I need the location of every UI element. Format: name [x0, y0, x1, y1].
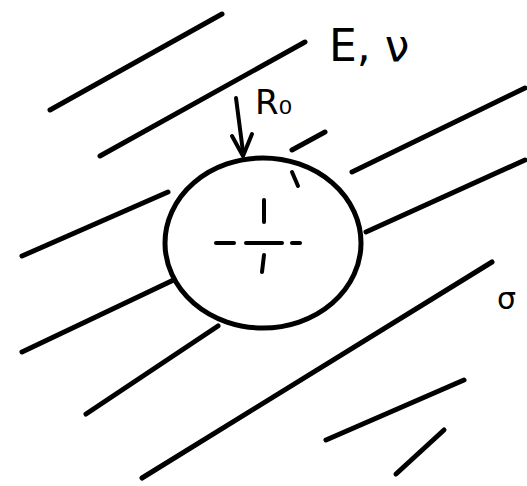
radius-arrowhead	[232, 134, 252, 156]
stress-label: σ	[494, 282, 519, 315]
hatch-line	[22, 276, 182, 352]
hatch-line	[22, 192, 168, 256]
hatch-line	[100, 42, 305, 156]
hatch-line	[352, 88, 525, 172]
center-mark	[216, 241, 234, 245]
tick-mark	[292, 172, 298, 186]
hole-circle	[165, 158, 361, 328]
center-mark	[292, 241, 300, 245]
material-constants: E, ν	[326, 22, 412, 70]
center-mark	[262, 255, 264, 272]
hatch-line	[396, 430, 444, 474]
hatch-line	[86, 326, 218, 414]
hatch-line	[366, 160, 525, 232]
center-mark	[262, 200, 266, 222]
center-mark	[246, 241, 282, 245]
radius-label: R₀	[252, 84, 295, 121]
hatch-line	[292, 132, 325, 150]
hatch-line	[50, 14, 222, 110]
